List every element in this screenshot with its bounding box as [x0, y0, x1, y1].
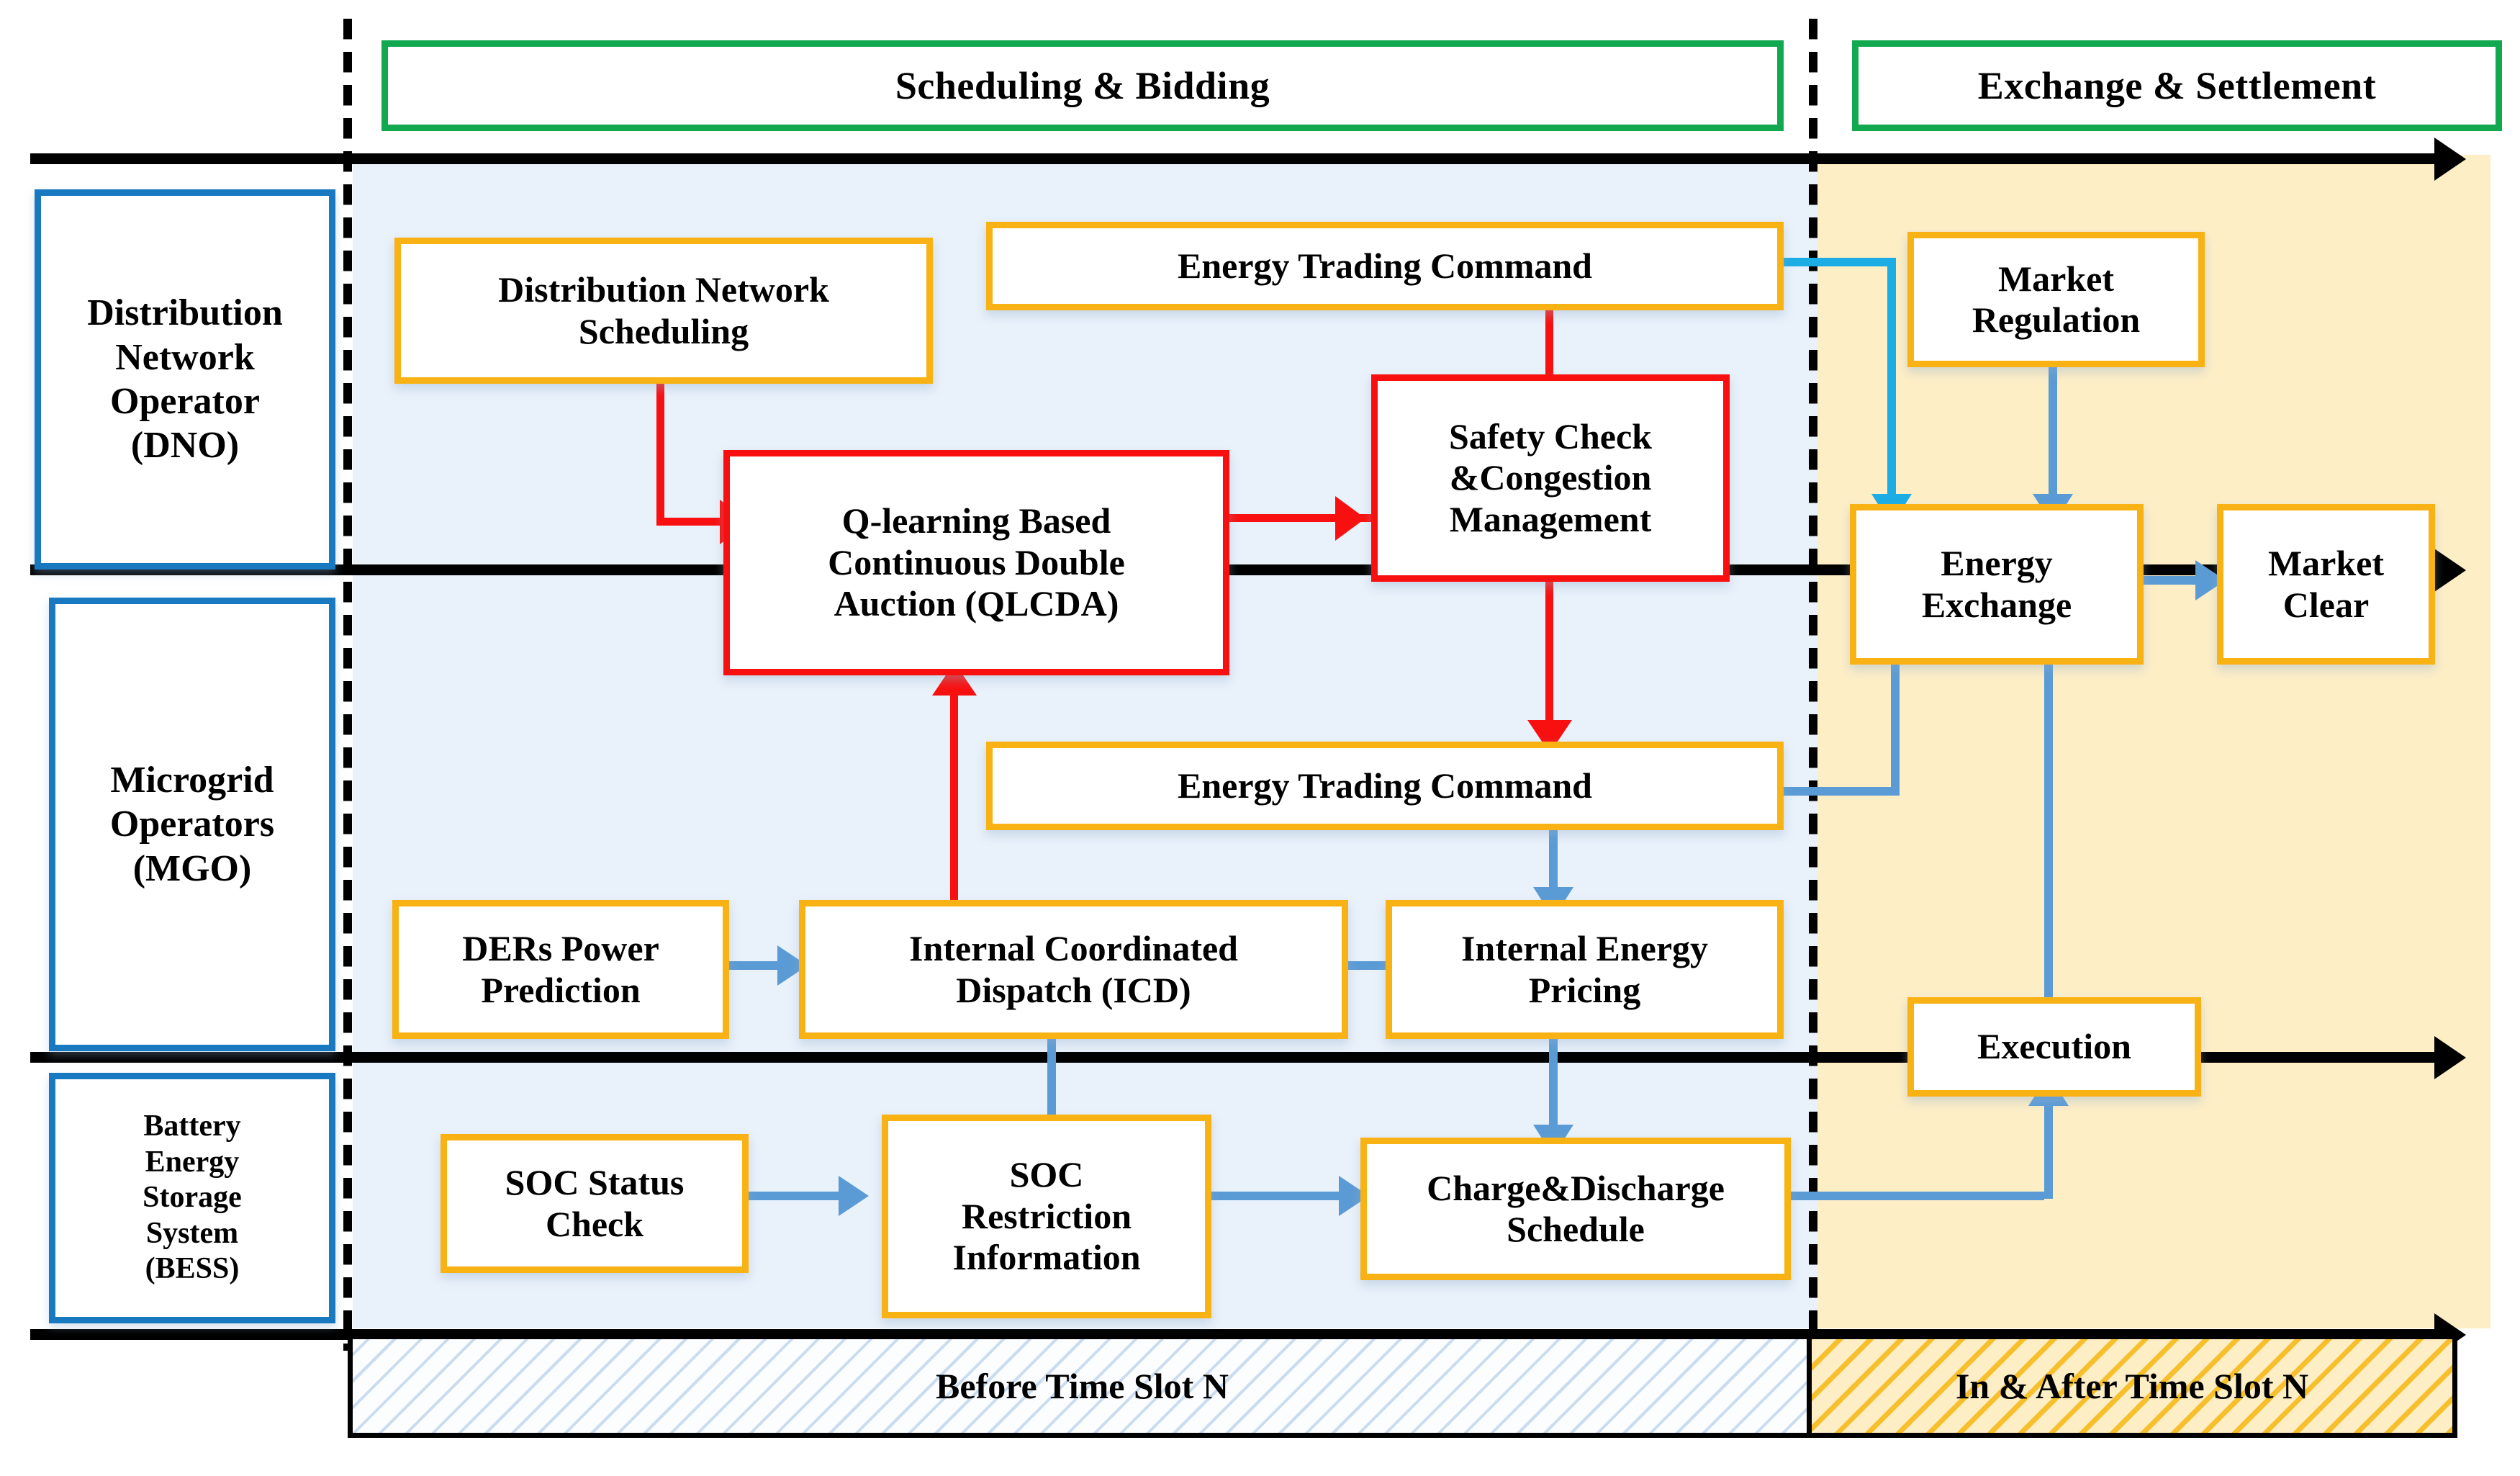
node-qlcda-line-3: Auction (QLCDA) — [834, 583, 1119, 624]
node-soc-restriction-line-3: Information — [952, 1237, 1141, 1278]
edge-pricing-to-charge-vertical — [1549, 1015, 1558, 1145]
edge-qlcda-to-safety-arrowhead — [1335, 496, 1365, 541]
node-soc-status-line-1: SOC Status — [505, 1162, 685, 1202]
node-qlcda-line-1: Q-learning Based — [841, 500, 1111, 541]
edge-etc-mid-to-exchange-vertical — [1891, 648, 1900, 796]
actor-dno-line-1: Distribution — [87, 292, 283, 334]
timeline-rule-dno-mgo-arrow — [2434, 549, 2466, 592]
phase-divider-right — [1809, 19, 1817, 1351]
edge-etc-mid-to-exchange-horizontal — [1766, 787, 1900, 796]
node-energy-trading-command-top[interactable]: Energy Trading Command — [986, 222, 1784, 310]
actor-mgo-line-1: Microgrid — [110, 759, 274, 801]
edge-charge-to-execution-horizontal — [1778, 1192, 2044, 1200]
actor-box-dno: Distribution Network Operator (DNO) — [35, 189, 335, 570]
actor-mgo-line-2: Operators — [109, 804, 275, 845]
node-pricing-line-2: Pricing — [1528, 969, 1641, 1010]
node-market-regulation-line-2: Regulation — [1972, 300, 2141, 340]
node-internal-energy-pricing[interactable]: Internal Energy Pricing — [1386, 900, 1784, 1039]
edge-etc-mid-to-pricing-vertical — [1549, 814, 1558, 907]
edge-execution-to-exchange-vertical — [2044, 619, 2053, 1019]
edge-etc-top-to-exchange-vertical — [1887, 258, 1896, 503]
actor-bess-line-5: (BESS) — [145, 1252, 240, 1286]
node-charge-discharge-schedule[interactable]: Charge&Discharge Schedule — [1360, 1138, 1791, 1280]
node-qlcda-line-2: Continuous Double — [828, 541, 1125, 582]
node-icd-line-1: Internal Coordinated — [909, 928, 1238, 968]
edge-ders-to-icd-horizontal — [716, 961, 795, 970]
node-energy-trading-command-mid[interactable]: Energy Trading Command — [986, 742, 1784, 830]
edge-regulation-to-exchange-vertical — [2049, 353, 2057, 504]
edge-restriction-to-charge-horizontal — [1202, 1192, 1357, 1200]
node-market-regulation-line-1: Market — [1997, 258, 2115, 299]
edge-etc-top-to-exchange-horizontal — [1766, 258, 1896, 266]
timeline-bar-in-after-slot-label: In & After Time Slot N — [1955, 1366, 2309, 1406]
actor-bess-line-1: Battery — [143, 1110, 241, 1143]
node-internal-coordinated-dispatch[interactable]: Internal Coordinated Dispatch (ICD) — [799, 900, 1348, 1039]
actor-dno-line-4: (DNO) — [130, 425, 240, 467]
edge-charge-to-execution-vertical — [2044, 1076, 2053, 1199]
edge-soc-status-to-restriction-horizontal — [734, 1192, 853, 1200]
actor-mgo-line-3: (MGO) — [132, 847, 252, 889]
edge-dns-to-qlcda-horizontal — [656, 518, 728, 526]
node-safety-line-2: &Congestion — [1449, 457, 1652, 498]
edge-safety-to-etc-mid-vertical — [1545, 515, 1553, 745]
node-safety-line-3: Management — [1449, 498, 1652, 539]
node-market-clear-line-1: Market — [2267, 543, 2385, 583]
node-soc-status-line-2: Check — [545, 1203, 644, 1244]
node-safety-line-1: Safety Check — [1449, 415, 1652, 456]
node-market-clear[interactable]: Market Clear — [2217, 504, 2435, 665]
timeline-bar-before-slot: Before Time Slot N — [348, 1334, 1817, 1438]
node-market-clear-line-2: Clear — [2282, 584, 2370, 625]
node-etc-top-label: Energy Trading Command — [1177, 245, 1592, 286]
node-qlcda[interactable]: Q-learning Based Continuous Double Aucti… — [723, 450, 1229, 675]
node-energy-exchange-line-1: Energy — [1941, 543, 2053, 583]
edge-qlcda-to-safety-horizontal — [1216, 514, 1371, 522]
actor-bess-line-4: System — [145, 1216, 239, 1250]
node-charge-line-1: Charge&Discharge — [1427, 1167, 1725, 1208]
edge-safety-to-etc-top-vertical — [1545, 281, 1553, 374]
node-energy-exchange[interactable]: Energy Exchange — [1850, 504, 2144, 665]
edge-soc-status-to-restriction-arrowhead — [839, 1176, 869, 1216]
actor-box-mgo: Microgrid Operators (MGO) — [49, 598, 335, 1051]
edge-dns-to-qlcda-vertical — [656, 371, 664, 526]
node-dns-line-1: Distribution Network — [498, 269, 829, 310]
node-energy-exchange-line-2: Exchange — [1921, 584, 2072, 625]
actor-bess-line-3: Storage — [143, 1181, 242, 1215]
actor-dno-line-3: Operator — [110, 381, 260, 422]
actor-bess-line-2: Energy — [145, 1145, 240, 1179]
phase-label-exchange-settlement: Exchange & Settlement — [1977, 64, 2377, 107]
node-safety-check-congestion-management[interactable]: Safety Check &Congestion Management — [1371, 374, 1730, 582]
timeline-rule-mgo-bess-arrow — [2434, 1036, 2466, 1079]
actor-box-bess: Battery Energy Storage System (BESS) — [49, 1073, 335, 1323]
timeline-rule-mgo-bess — [30, 1052, 2434, 1063]
phase-header-scheduling-bidding: Scheduling & Bidding — [381, 40, 1784, 131]
phase-divider-left — [343, 19, 352, 1351]
node-dns-line-2: Scheduling — [578, 310, 749, 351]
timeline-rule-top — [30, 153, 2434, 164]
timeline-bar-before-slot-label: Before Time Slot N — [936, 1366, 1229, 1406]
node-distribution-network-scheduling[interactable]: Distribution Network Scheduling — [394, 238, 933, 384]
node-execution-label: Execution — [1977, 1026, 2131, 1067]
phase-label-scheduling-bidding: Scheduling & Bidding — [895, 64, 1270, 107]
node-soc-restriction-information[interactable]: SOC Restriction Information — [882, 1115, 1211, 1318]
node-market-regulation[interactable]: Market Regulation — [1907, 232, 2205, 367]
node-execution[interactable]: Execution — [1907, 997, 2201, 1097]
edge-exchange-to-clear-horizontal — [2131, 576, 2213, 585]
node-charge-line-2: Schedule — [1507, 1209, 1645, 1249]
node-ders-power-prediction[interactable]: DERs Power Prediction — [392, 900, 729, 1039]
node-soc-restriction-line-1: SOC — [1009, 1154, 1084, 1195]
node-ders-line-1: DERs Power — [462, 928, 659, 968]
timeline-rule-dno-mgo — [30, 564, 2434, 575]
actor-dno-line-2: Network — [115, 336, 255, 378]
node-icd-line-2: Dispatch (ICD) — [956, 969, 1191, 1010]
node-ders-line-2: Prediction — [481, 969, 641, 1010]
timeline-bar-in-after-slot: In & After Time Slot N — [1807, 1334, 2457, 1438]
timeline-rule-top-arrow — [2434, 138, 2466, 181]
node-soc-status-check[interactable]: SOC Status Check — [441, 1134, 749, 1273]
edge-icd-to-qlcda-vertical — [950, 634, 958, 907]
node-pricing-line-1: Internal Energy — [1460, 928, 1709, 968]
node-soc-restriction-line-2: Restriction — [961, 1195, 1132, 1236]
phase-header-exchange-settlement: Exchange & Settlement — [1852, 40, 2502, 131]
node-etc-mid-label: Energy Trading Command — [1177, 765, 1592, 806]
